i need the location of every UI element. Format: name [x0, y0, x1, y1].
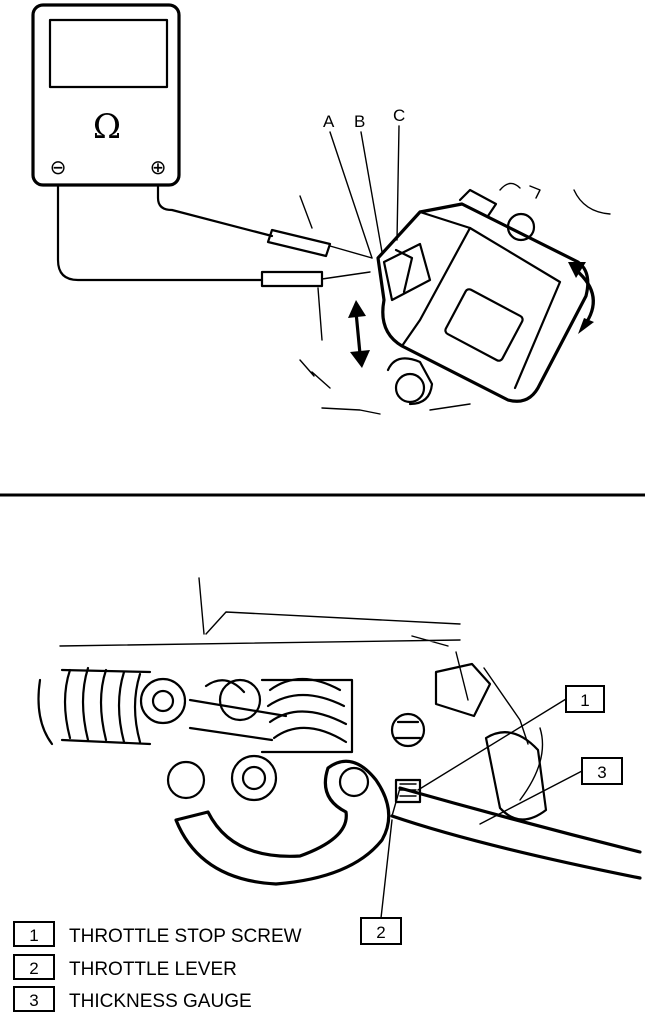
callout-box-2 — [360, 917, 402, 945]
legend-number: 1 — [29, 926, 38, 945]
positive-terminal-icon: ⊕ — [150, 155, 167, 179]
callout-box-3 — [581, 757, 623, 785]
negative-lead-wire — [56, 183, 264, 282]
thickness-gauge — [390, 786, 642, 880]
throttle-position-sensor — [376, 182, 611, 406]
legend-item-1: 1 THROTTLE STOP SCREW — [13, 921, 302, 947]
leader-1 — [417, 698, 567, 791]
rotation-arrow-right — [568, 262, 595, 334]
second-spring — [260, 678, 354, 754]
throttle-lever — [174, 759, 391, 886]
terminal-label-a: A — [323, 112, 335, 131]
ohmmeter-body — [31, 3, 181, 187]
callout-number-2: 2 — [376, 923, 385, 942]
legend-text: THROTTLE LEVER — [69, 959, 237, 980]
leader-c — [396, 125, 400, 241]
legend-text: THICKNESS GAUGE — [69, 991, 252, 1012]
return-spring — [37, 666, 187, 746]
leader-b — [360, 131, 383, 253]
legend: 1 THROTTLE STOP SCREW 2 THROTTLE LEVER 3… — [13, 921, 302, 1012]
leader-3 — [479, 770, 583, 825]
ohmmeter-display — [48, 18, 169, 89]
leader-2 — [380, 819, 393, 919]
ohmmeter-panel: Ω ⊖ ⊕ A B C — [31, 3, 611, 415]
throttle-panel: 1 3 2 — [37, 577, 642, 945]
legend-item-2: 2 THROTTLE LEVER — [13, 954, 237, 980]
legend-number: 2 — [29, 959, 38, 978]
ohm-symbol: Ω — [93, 107, 121, 147]
callout-number-3: 3 — [597, 763, 606, 782]
leader-a — [329, 131, 373, 259]
negative-terminal-icon: ⊖ — [50, 155, 67, 179]
pivot-nut — [218, 678, 262, 722]
positive-probe — [266, 228, 373, 259]
manifold-sketch — [299, 195, 471, 415]
terminal-label-c: C — [393, 106, 405, 125]
legend-item-3: 3 THICKNESS GAUGE — [13, 986, 252, 1012]
negative-probe — [260, 270, 371, 288]
positive-lead-wire — [156, 183, 274, 238]
legend-text: THROTTLE STOP SCREW — [69, 926, 302, 947]
up-down-arrow-left — [348, 300, 370, 368]
legend-number: 3 — [29, 991, 38, 1010]
terminal-label-b: B — [354, 112, 365, 131]
callout-number-1: 1 — [580, 691, 589, 710]
